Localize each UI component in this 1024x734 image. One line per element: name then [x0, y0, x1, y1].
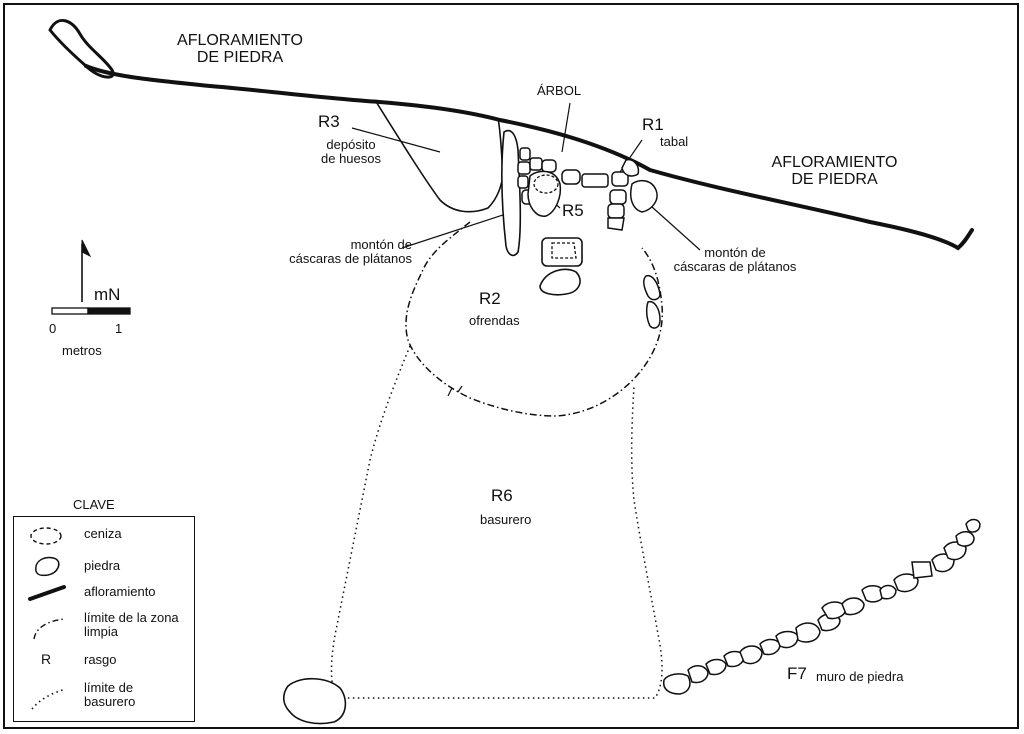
legend-title: CLAVE [73, 497, 115, 512]
stone [501, 129, 522, 257]
feature-r1-label: R1 [642, 115, 664, 134]
stone [645, 300, 661, 329]
leader-line [351, 127, 441, 153]
stone [539, 268, 581, 296]
scale-end-label: 1 [115, 321, 123, 336]
feature-r6-label: R6 [491, 486, 513, 505]
leader-line [561, 102, 571, 153]
feature-r3-label: R3 [318, 112, 340, 131]
map-frame [3, 3, 1019, 729]
legend-label: límite de la zona limpia [84, 610, 179, 640]
legend-label: afloramiento [84, 584, 156, 599]
north-arrow [81, 239, 92, 302]
leader-line [401, 211, 513, 249]
scale-unit-label: metros [62, 343, 102, 358]
legend-label: piedra [84, 558, 121, 573]
banana-peels-label-left: montón de cáscaras de plátanos [289, 237, 412, 266]
feature-letter-icon: R [41, 651, 52, 667]
stone [643, 274, 661, 301]
stone-wall [662, 518, 981, 695]
dash-dot-line-icon [33, 618, 65, 640]
clean-zone-boundary [447, 385, 463, 397]
legend-item: afloramiento [14, 581, 194, 605]
clean-zone-boundary [405, 221, 664, 417]
north-label: mN [94, 285, 121, 304]
feature-r3-description: depósito de huesos [321, 137, 381, 166]
midden-boundary [330, 345, 663, 699]
ash-dashed-oval [533, 174, 559, 194]
stone-icon [35, 556, 60, 577]
stone-cluster [517, 147, 658, 231]
legend-item: piedra [14, 551, 194, 581]
feature-f7-description: muro de piedra [816, 669, 904, 684]
tree-label: ÁRBOL [537, 83, 582, 98]
feature-r6-description: basurero [480, 512, 532, 527]
legend-item: límite de basurero [14, 679, 194, 719]
outcrop-label-right: AFLORAMIENTO DE PIEDRA [771, 154, 898, 188]
legend-item: ceniza [14, 521, 194, 549]
legend: ceniza piedra afloramiento límite de la … [13, 516, 195, 722]
feature-r5-label: R5 [562, 201, 584, 220]
stone [282, 677, 347, 725]
outcrop-line-icon [28, 585, 66, 601]
scale-start-label: 0 [49, 321, 57, 336]
banana-peels-label-right: montón de cáscaras de plátanos [673, 245, 797, 274]
legend-label: límite de basurero [84, 680, 136, 710]
stone [541, 237, 583, 267]
legend-label: rasgo [84, 652, 117, 667]
dotted-line-icon [31, 688, 67, 710]
legend-label: ceniza [84, 526, 122, 541]
ash-dashed-oval [551, 242, 577, 259]
feature-f7-label: F7 [787, 664, 807, 683]
feature-r1-description: tabal [660, 134, 689, 149]
scale-bar [51, 307, 131, 315]
legend-item: R rasgo [14, 651, 194, 675]
outcrop-label-left: AFLORAMIENTO DE PIEDRA [177, 32, 303, 66]
outcrop-line [84, 64, 974, 251]
feature-r2-label: R2 [479, 289, 501, 308]
bone-deposit-outline [374, 99, 505, 213]
legend-item: límite de la zona limpia [14, 607, 194, 647]
ash-dashed-oval-icon [30, 527, 62, 545]
feature-r2-description: ofrendas [469, 313, 520, 328]
outcrop-line [48, 19, 115, 79]
